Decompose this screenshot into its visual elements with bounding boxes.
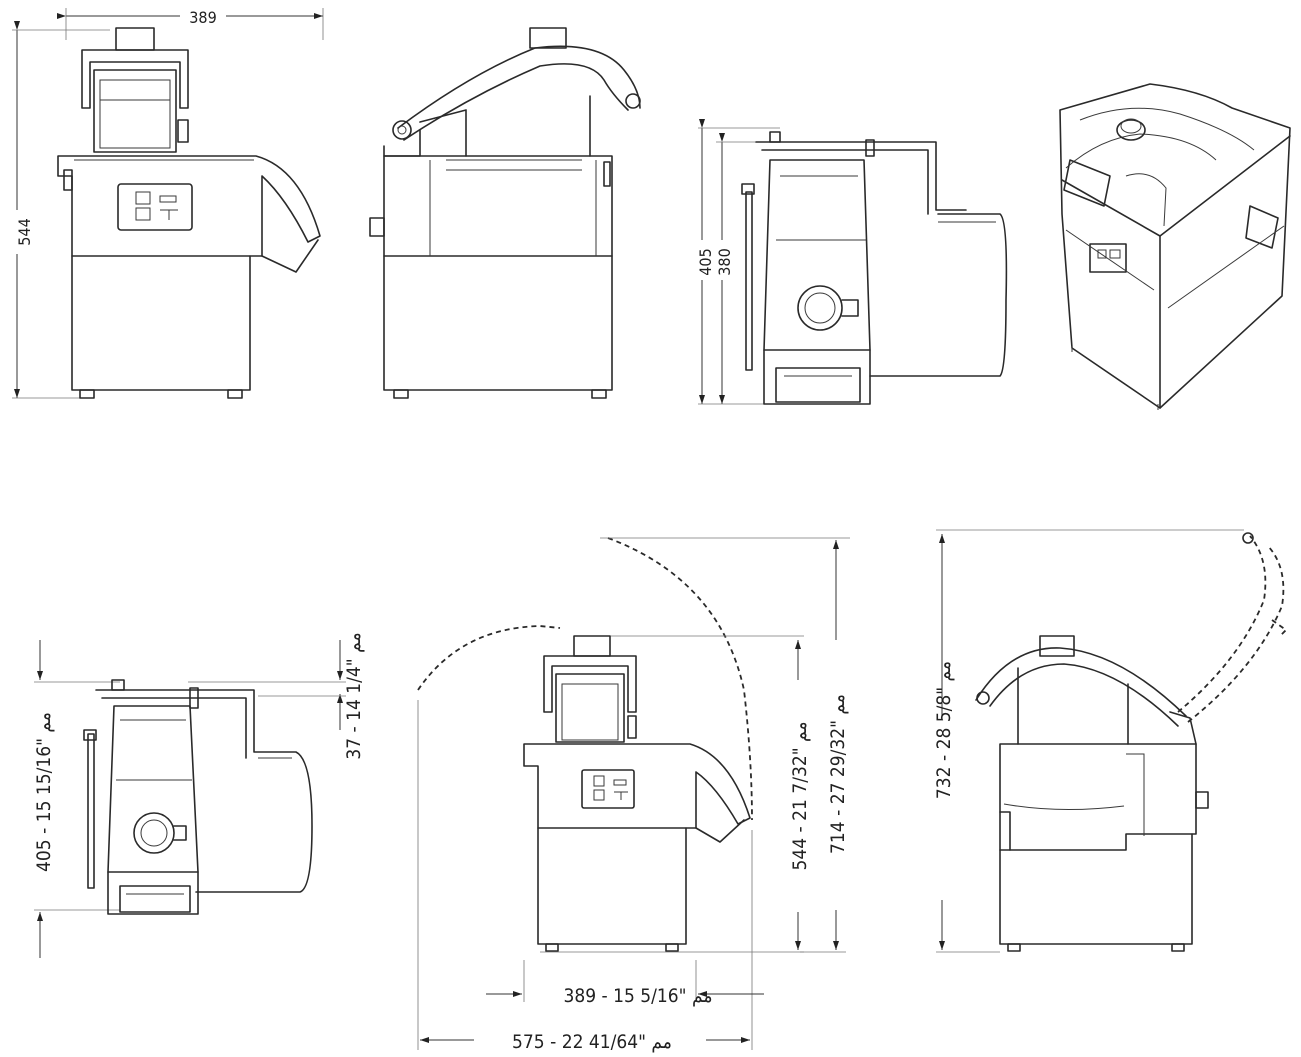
side-view bbox=[369, 27, 641, 399]
open-inner-label: 380 bbox=[715, 248, 734, 275]
front-view: 389 544 bbox=[8, 6, 324, 399]
bottom-profile-view: 732 - 28 5/8" مم bbox=[933, 529, 1288, 953]
side-view-open: 405 380 bbox=[694, 119, 1008, 405]
bottom-front-view: 544 - 21 7/32" مم 714 - 27 29/32" مم 389… bbox=[417, 537, 850, 1053]
bottom-front-height-label: 544 - 21 7/32" مم bbox=[789, 721, 811, 870]
bottom-side-offset-label: 37 - 14 1/4" مم bbox=[343, 632, 365, 759]
bottom-front-open-height-label: 714 - 27 29/32" مم bbox=[827, 694, 849, 854]
bottom-profile-height-label: 732 - 28 5/8" مم bbox=[933, 661, 955, 799]
bottom-front-swing-label: 575 - 22 41/64" مم bbox=[512, 1031, 672, 1053]
isometric-view bbox=[1059, 83, 1291, 410]
bottom-side-height-label: 405 - 15 15/16" مم bbox=[33, 712, 55, 872]
bottom-front-width-label: 389 - 15 5/16" مم bbox=[563, 985, 712, 1007]
front-width-label: 389 bbox=[189, 8, 216, 27]
front-height-label: 544 bbox=[15, 218, 34, 245]
open-outer-label: 405 bbox=[696, 248, 715, 275]
bottom-side-view: 405 - 15 15/16" مم 37 - 14 1/4" مم bbox=[33, 632, 365, 958]
